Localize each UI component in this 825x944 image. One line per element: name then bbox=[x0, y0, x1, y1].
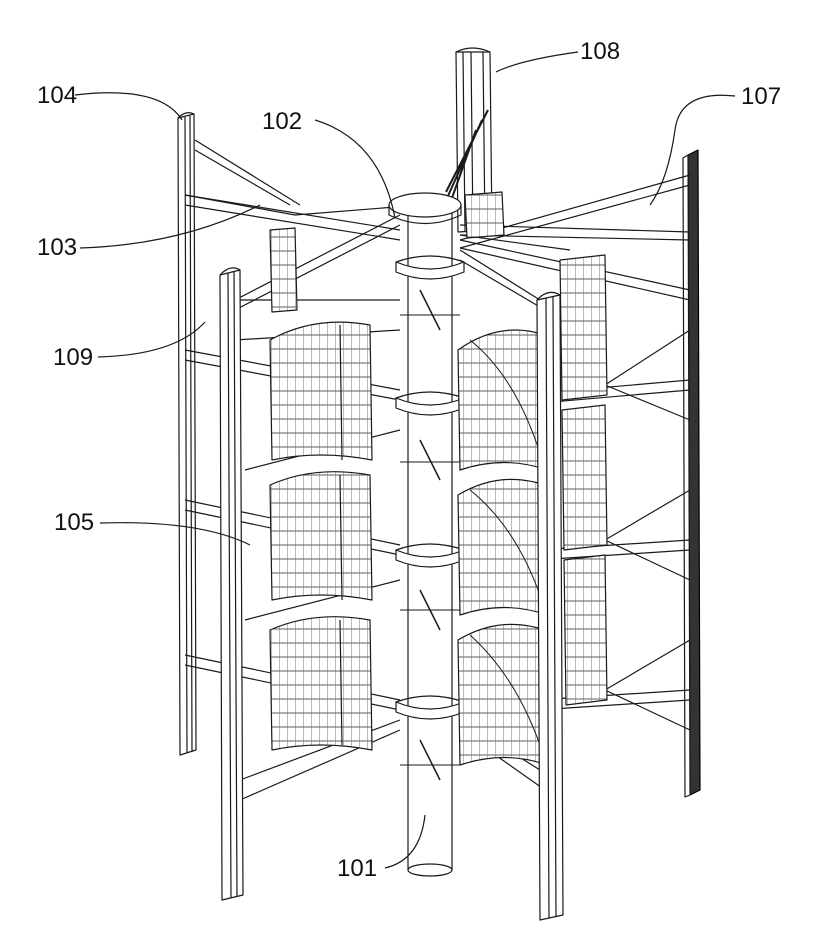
label-102: 102 bbox=[262, 110, 302, 134]
label-103: 103 bbox=[37, 236, 77, 260]
label-107: 107 bbox=[741, 85, 781, 109]
label-105: 105 bbox=[54, 511, 94, 535]
label-109: 109 bbox=[53, 346, 93, 370]
front-left-blades-105 bbox=[270, 322, 372, 750]
leader-104 bbox=[75, 93, 182, 120]
blade-column-104 bbox=[178, 113, 196, 755]
leader-103 bbox=[80, 205, 260, 248]
label-101: 101 bbox=[337, 857, 377, 881]
leader-108 bbox=[496, 52, 578, 72]
leader-lines bbox=[75, 52, 735, 868]
label-108: 108 bbox=[580, 40, 620, 64]
leader-102 bbox=[315, 120, 395, 218]
label-104: 104 bbox=[37, 84, 77, 108]
front-column-right bbox=[537, 292, 563, 920]
front-right-blades bbox=[458, 330, 547, 765]
central-shaft-101 bbox=[389, 193, 464, 876]
front-column-left bbox=[220, 268, 243, 900]
